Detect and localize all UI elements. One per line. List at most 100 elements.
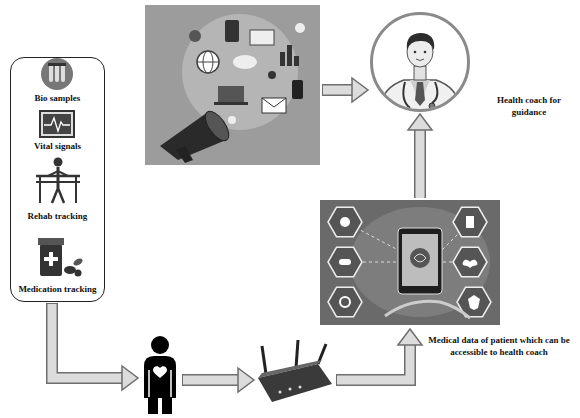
- envelope-icon: [262, 98, 286, 107]
- flow-arrow: [182, 368, 254, 392]
- globe-icon: [197, 51, 219, 73]
- patient-head: [151, 336, 169, 354]
- bar-post: [75, 176, 77, 203]
- hex-icon: [453, 247, 487, 276]
- patient-figure: [144, 336, 176, 414]
- arrow-shaft: [183, 376, 240, 385]
- node-caption: Medical data of patient which can be acc…: [424, 335, 574, 358]
- arrow-shaft: [337, 343, 410, 380]
- medical-data-illustration: [320, 200, 500, 325]
- medical-data-panel: Medical data of patient which can be acc…: [320, 200, 500, 325]
- brain-symbol: [414, 254, 426, 262]
- item-label: Vital signals: [34, 141, 81, 153]
- test-tube: [61, 64, 65, 82]
- hex-icon: [328, 247, 362, 276]
- dot-icon: [268, 71, 276, 79]
- hex-symbol: [466, 216, 474, 228]
- arrow-shaft: [336, 344, 410, 380]
- phone-icon: [292, 80, 303, 99]
- hex-icon: [453, 207, 487, 236]
- router-light: [279, 391, 282, 394]
- arrow-head: [398, 329, 422, 345]
- hex-symbol: [340, 217, 350, 227]
- hex-symbol: [339, 259, 351, 265]
- dot-icon: [228, 116, 236, 124]
- patient-body: [144, 356, 176, 398]
- megaphone: [176, 146, 193, 163]
- test-tube: [55, 64, 59, 82]
- icon-disc: [41, 58, 73, 90]
- patient-leg: [148, 396, 158, 414]
- wifi-router: [258, 340, 332, 402]
- arrow-shaft: [414, 130, 426, 198]
- doctor-neck: [414, 66, 426, 80]
- arm-gap: [170, 370, 172, 397]
- laptop-icon: [214, 102, 248, 105]
- hex-icon: [328, 287, 362, 316]
- monitor: [40, 111, 74, 137]
- heartbeat-trace: [44, 118, 70, 131]
- hex-symbol: [468, 295, 480, 310]
- arrow-head: [408, 114, 432, 130]
- arrow-shaft: [416, 130, 425, 198]
- doctor-hair: [407, 33, 434, 50]
- router-light: [299, 386, 302, 389]
- vital-signals-icon: [40, 111, 74, 137]
- arrow-head: [238, 368, 254, 392]
- doctor-tie: [415, 82, 425, 106]
- arrow-shaft: [52, 304, 124, 378]
- flow-arrow: [336, 329, 422, 380]
- pill-bottle: [40, 244, 62, 276]
- hex-icon: [328, 207, 362, 236]
- hand-outline: [385, 301, 470, 318]
- gear-icon: [189, 30, 201, 42]
- image-ground: [145, 5, 320, 165]
- item-label: Rehab tracking: [28, 211, 88, 223]
- heart-symbol: [153, 366, 167, 378]
- phone-screen: [402, 234, 438, 286]
- cloud-icon: [233, 55, 257, 69]
- flow-arrow: [322, 78, 368, 102]
- patient-figure: [48, 171, 68, 176]
- chart-icon: [280, 52, 285, 66]
- patient-figure: [52, 188, 64, 203]
- item-label: Bio samples: [35, 93, 81, 105]
- doctor-mouth: [416, 59, 424, 61]
- globe-icon: [197, 62, 219, 63]
- screen-icon: [250, 30, 274, 45]
- icon-cloud: [182, 14, 298, 130]
- pill: [72, 257, 84, 267]
- laptop-icon: [218, 86, 244, 102]
- pill: [64, 266, 76, 274]
- flow-arrow: [52, 303, 138, 390]
- patient-figure: [54, 158, 63, 167]
- arrow-shaft: [323, 86, 354, 95]
- chart-icon: [287, 45, 292, 66]
- flow-arrow: [408, 114, 432, 198]
- patient-leg: [162, 396, 172, 414]
- arrow-shaft: [52, 303, 123, 378]
- image-ground: [320, 200, 500, 325]
- stethoscope: [432, 82, 437, 103]
- tube-rack: [48, 63, 66, 66]
- medical-cross: [44, 257, 58, 261]
- bottle-cap: [38, 238, 64, 245]
- brain-symbol: [410, 248, 430, 268]
- coach-circle: Health coach for guidance: [370, 12, 470, 112]
- envelope-icon: [262, 98, 286, 113]
- arrow-head: [352, 78, 368, 102]
- medication-tracking-icon: [38, 238, 84, 277]
- phone-icon: [225, 20, 239, 42]
- router-light: [289, 388, 292, 391]
- router-body: [258, 364, 332, 402]
- arrow-shaft: [322, 84, 353, 96]
- doctor-eye: [414, 51, 417, 54]
- input-panel: Bio samplesVital signalsRehab trackingMe…: [10, 57, 105, 302]
- item-label: Medication tracking: [18, 284, 96, 296]
- stethoscope: [403, 82, 410, 108]
- router-antenna: [296, 340, 298, 368]
- doctor-eye: [424, 51, 427, 54]
- megaphone: [201, 107, 234, 144]
- dot-icon: [295, 23, 305, 33]
